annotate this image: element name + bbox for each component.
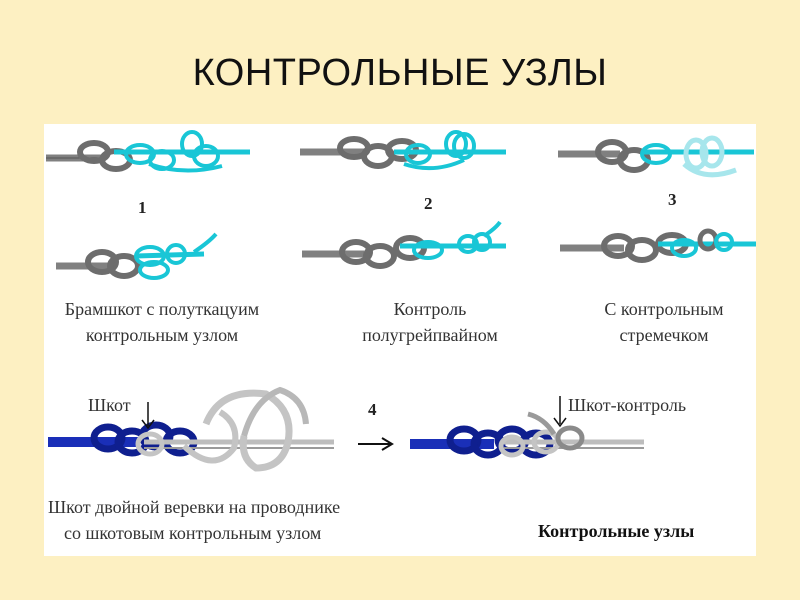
caption-knot-4: Шкот двойной веревки на проводнике со шк… (48, 494, 340, 546)
knot-1-step-a-drawing (46, 130, 250, 173)
arrow-right-transition (358, 437, 394, 451)
knot-4-left-drawing (48, 386, 334, 472)
label-shkot: Шкот (88, 395, 131, 415)
caption-knot-1-line-2: контрольным узлом (85, 325, 239, 345)
arrow-down-right (553, 396, 567, 428)
caption-knot-2-line-2: полугрейпвайном (362, 325, 498, 345)
knot-number-2: 2 (424, 194, 433, 213)
panel-title: Контрольные узлы (538, 521, 695, 541)
caption-knot-3-line-2: стремечком (619, 325, 709, 345)
slide-title: КОНТРОЛЬНЫЕ УЗЛЫ (192, 52, 608, 94)
knot-3-step-b-drawing (560, 228, 756, 263)
caption-knot-3-line-1: С контрольным (604, 299, 724, 319)
knot-number-1: 1 (138, 198, 147, 217)
knot-2-step-a-drawing (300, 130, 506, 171)
caption-knot-2: Контроль полугрейпвайном (330, 296, 530, 348)
caption-knot-3: С контрольным стремечком (572, 296, 756, 348)
knot-number-4: 4 (368, 400, 377, 419)
knots-illustration (46, 130, 756, 472)
knot-3-step-a-drawing (558, 135, 754, 178)
knot-4-right-drawing (410, 411, 644, 459)
caption-knot-1: Брамшкот с полуткацуим контрольным узлом (44, 296, 280, 348)
arrow-down-left (141, 402, 155, 430)
caption-knot-4-line-1: Шкот двойной веревки на проводнике (48, 497, 341, 517)
caption-knot-1-line-1: Брамшкот с полуткацуим (64, 299, 260, 319)
knots-figure-panel: 1 2 3 4 Брамшкот с полуткацуим контрольн… (44, 124, 756, 556)
caption-knot-4-line-2: со шкотовым контрольным узлом (64, 523, 322, 543)
knot-2-step-b-drawing (302, 220, 506, 269)
label-shkot-kontrol: Шкот-контроль (568, 395, 687, 415)
knot-number-3: 3 (668, 190, 677, 209)
knot-1-step-b-drawing (56, 232, 218, 280)
caption-knot-2-line-1: Контроль (393, 299, 467, 319)
